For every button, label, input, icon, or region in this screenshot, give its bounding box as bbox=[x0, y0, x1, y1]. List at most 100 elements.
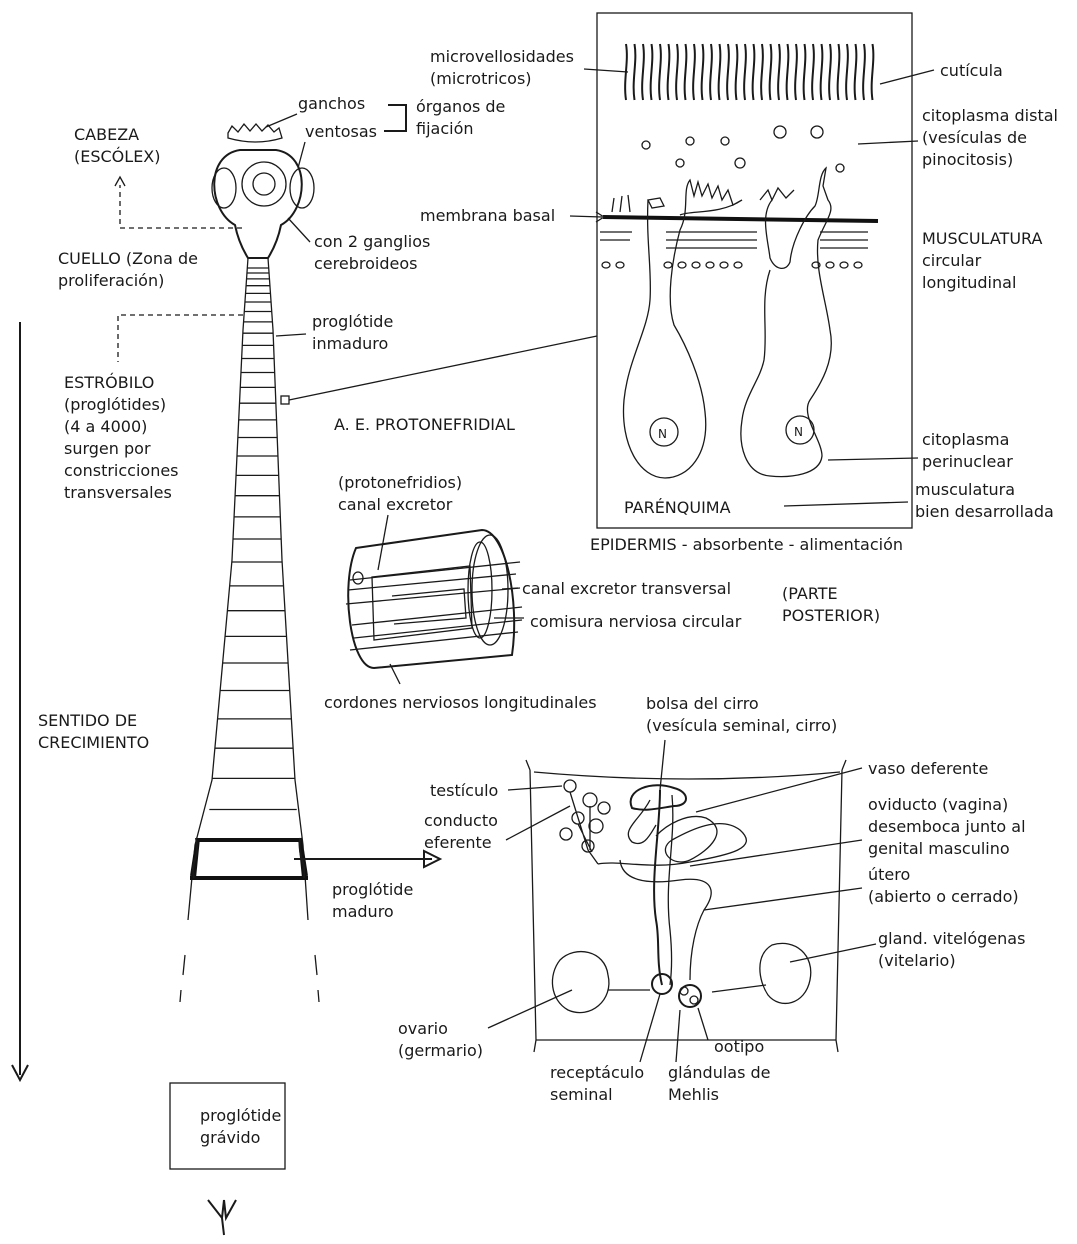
organos-bracket bbox=[384, 105, 406, 131]
microvillus bbox=[676, 44, 678, 100]
musculatura-label-2: circular bbox=[922, 251, 982, 270]
release-arrow-icon bbox=[208, 1200, 236, 1235]
estrobilo-line-6: transversales bbox=[64, 483, 172, 502]
microvilli bbox=[625, 44, 873, 100]
longitudinal-muscle-fibers bbox=[602, 262, 862, 268]
musculatura-desarrollada-label-2: bien desarrollada bbox=[915, 502, 1054, 521]
vitelogenas-label-2: (vitelario) bbox=[878, 951, 956, 970]
microvillus bbox=[863, 44, 865, 100]
microvillus bbox=[744, 44, 746, 100]
scolex bbox=[212, 124, 314, 258]
microvillus bbox=[770, 44, 772, 100]
mehlis-glands bbox=[679, 985, 701, 1007]
parenquima-label: PARÉNQUIMA bbox=[624, 498, 731, 517]
microvillus bbox=[838, 44, 840, 100]
muscle-fiber bbox=[692, 262, 700, 268]
microvillus bbox=[668, 44, 670, 100]
microvillus bbox=[778, 44, 780, 100]
microvillus bbox=[702, 44, 704, 100]
conducto-label: conducto bbox=[424, 811, 498, 830]
mature-proglottid-outline bbox=[190, 838, 308, 878]
worm-body bbox=[180, 124, 319, 1002]
gravido-label: proglótide bbox=[200, 1106, 281, 1125]
sucker-left bbox=[212, 168, 236, 208]
oviduct bbox=[654, 790, 662, 985]
receptaculo-label: receptáculo bbox=[550, 1063, 644, 1082]
parte-posterior-label: (PARTE bbox=[782, 584, 838, 603]
ovario-label: ovario bbox=[398, 1019, 448, 1038]
mature-proglottid-lines bbox=[193, 838, 304, 878]
estrobilo-line-5: constricciones bbox=[64, 461, 179, 480]
muscle-fiber bbox=[840, 262, 848, 268]
microvillus bbox=[795, 44, 797, 100]
cabeza-pointer bbox=[120, 185, 242, 228]
muscle-fiber bbox=[664, 262, 672, 268]
inmaduro-label-2: inmaduro bbox=[312, 334, 388, 353]
proglottid-segments bbox=[209, 268, 296, 810]
estrobilo-line-2: (proglótides) bbox=[64, 395, 166, 414]
microvillus bbox=[821, 44, 823, 100]
oviducto-label-3: genital masculino bbox=[868, 839, 1010, 858]
vaso-label: vaso deferente bbox=[868, 759, 988, 778]
strobila-outline-left bbox=[188, 258, 248, 920]
uterus bbox=[620, 860, 711, 980]
mehlis-label-2: Mehlis bbox=[668, 1085, 719, 1104]
sentido-label: SENTIDO DE bbox=[38, 711, 137, 730]
microvillus bbox=[685, 44, 687, 100]
microvellosidades-label-2: (microtricos) bbox=[430, 69, 532, 88]
sucker-front bbox=[242, 162, 286, 206]
estrobilo-line-4: surgen por bbox=[64, 439, 151, 458]
estrobilo-label: ESTRÓBILO (proglótides) (4 a 4000) surge… bbox=[64, 373, 179, 502]
mehlis-label: glándulas de bbox=[668, 1063, 771, 1082]
nucleus-right: N bbox=[794, 425, 803, 439]
excretory-nervous-cylinder bbox=[346, 530, 522, 668]
testes bbox=[560, 780, 610, 864]
muscle-fiber bbox=[602, 262, 610, 268]
organos-label-2: fijación bbox=[416, 119, 474, 138]
cabeza-label: CABEZA bbox=[74, 125, 139, 144]
membrana-basal-label: membrana basal bbox=[420, 206, 555, 225]
microvillus bbox=[727, 44, 729, 100]
ovario-label-2: (germario) bbox=[398, 1041, 483, 1060]
microvillus bbox=[642, 44, 644, 100]
testiculo-label: testículo bbox=[430, 781, 498, 800]
muscle-fiber bbox=[616, 262, 624, 268]
muscle-fiber bbox=[706, 262, 714, 268]
canal-excretor-label: (protonefridios) bbox=[338, 473, 462, 492]
citoplasma-distal-label: citoplasma distal bbox=[922, 106, 1058, 125]
growth-arrow bbox=[12, 322, 28, 1080]
pinocytosis-vesicles bbox=[642, 126, 844, 172]
ovary bbox=[552, 952, 608, 1013]
citoplasma-distal-label-3: pinocitosis) bbox=[922, 150, 1013, 169]
cuello-label: CUELLO (Zona de bbox=[58, 249, 198, 268]
ganchos-label: ganchos bbox=[298, 94, 365, 113]
epidermis-caption: EPIDERMIS - absorbente - alimentación bbox=[590, 535, 903, 554]
tegument-panel: N N bbox=[597, 13, 912, 528]
maduro-label-2: maduro bbox=[332, 902, 394, 921]
inmaduro-label: proglótide bbox=[312, 312, 393, 331]
cuello-label-2: proliferación) bbox=[58, 271, 164, 290]
canal-transversal-label: canal excretor transversal bbox=[522, 579, 731, 598]
microvillus bbox=[855, 44, 857, 100]
microvillus bbox=[872, 44, 874, 100]
citoplasma-perinuclear-label: citoplasma bbox=[922, 430, 1009, 449]
microvillus bbox=[846, 44, 848, 100]
organos-label: órganos de bbox=[416, 97, 505, 116]
estrobilo-line-3: (4 a 4000) bbox=[64, 417, 147, 436]
muscle-fiber bbox=[854, 262, 862, 268]
microvillus bbox=[634, 44, 636, 100]
microvillus bbox=[736, 44, 738, 100]
microvillus bbox=[753, 44, 755, 100]
microvillus bbox=[710, 44, 712, 100]
mature-proglottid-detail bbox=[526, 760, 846, 1052]
musculatura-desarrollada-label: musculatura bbox=[915, 480, 1015, 499]
canal-excretor-label-2: canal excretor bbox=[338, 495, 453, 514]
microvillus bbox=[804, 44, 806, 100]
muscle-fiber bbox=[734, 262, 742, 268]
microvillus bbox=[659, 44, 661, 100]
microvillus bbox=[693, 44, 695, 100]
protonefridial-title: A. E. PROTONEFRIDIAL bbox=[334, 415, 515, 434]
citoplasma-distal-label-2: (vesículas de bbox=[922, 128, 1027, 147]
conducto-label-2: eferente bbox=[424, 833, 492, 852]
